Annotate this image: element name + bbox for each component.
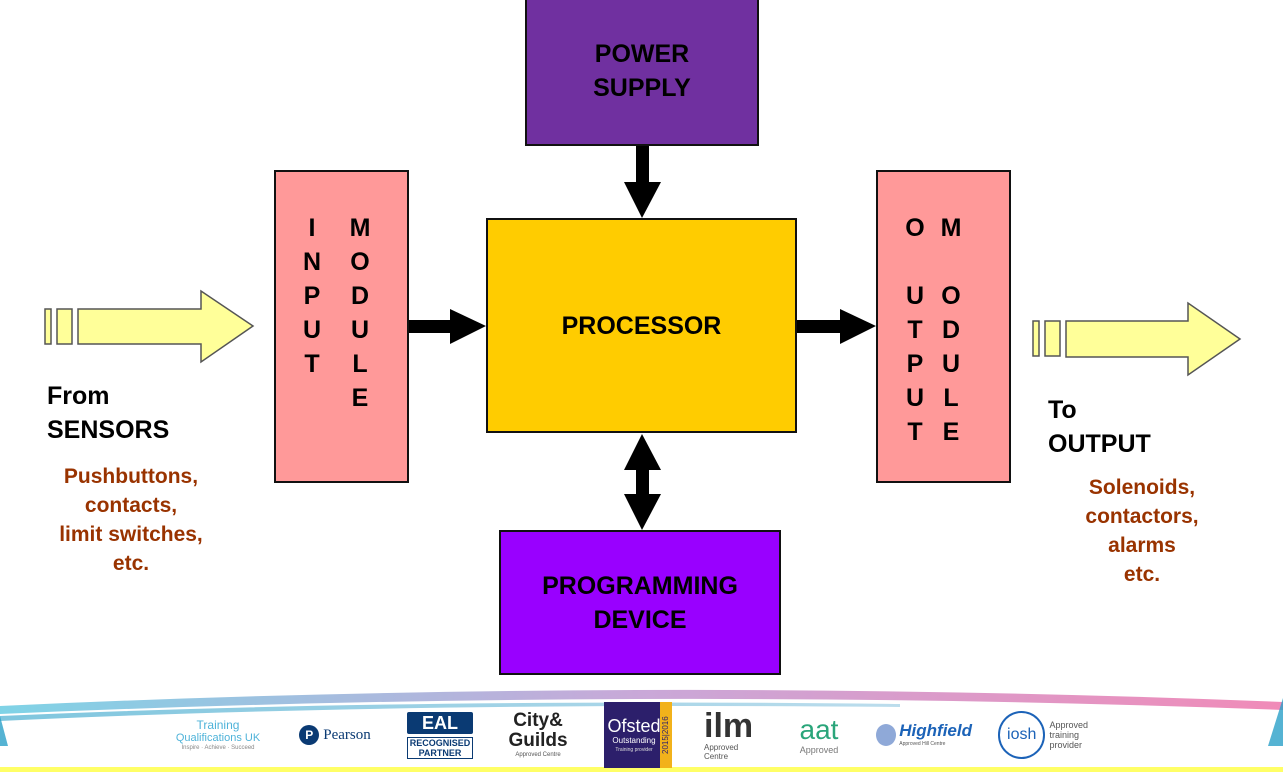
output-label: OUTPUT bbox=[1048, 430, 1151, 458]
ilm-logo: ilm Approved Centre bbox=[704, 702, 764, 768]
iosh-text: Approved training provider bbox=[1049, 720, 1088, 750]
ofsted-rating: Outstanding bbox=[612, 736, 656, 745]
module-letter: D bbox=[941, 316, 961, 344]
module-letter: O bbox=[350, 248, 370, 276]
ilm-sub2: Centre bbox=[704, 752, 729, 761]
pearson-icon: P bbox=[299, 725, 320, 745]
sensor-example: contacts, bbox=[84, 494, 178, 517]
input-letter: I bbox=[308, 214, 316, 242]
from-sensors-heading: From SENSORS bbox=[47, 379, 169, 447]
highfield-icon bbox=[876, 724, 897, 746]
input-letter: U bbox=[302, 316, 322, 344]
power-supply-label: POWER SUPPLY bbox=[593, 40, 691, 102]
aat-logo: aat Approved bbox=[796, 702, 842, 768]
eal-name: EAL bbox=[407, 711, 473, 734]
sensor-example: etc. bbox=[112, 552, 150, 575]
programming-device-label: PROGRAMMING DEVICE bbox=[542, 571, 738, 634]
ofsted-sub: Training provider bbox=[615, 747, 653, 753]
iosh-name: iosh bbox=[998, 711, 1046, 759]
output-letter: O bbox=[905, 214, 925, 242]
module-letter: U bbox=[941, 350, 961, 378]
module-letter: M bbox=[349, 214, 371, 242]
training-qualifications-logo: Training Qualifications UK Inspire · Ach… bbox=[168, 702, 268, 768]
from-label: From bbox=[47, 382, 110, 410]
to-label: To bbox=[1048, 396, 1077, 424]
module-letter: M bbox=[940, 214, 962, 242]
ilm-sub1: Approved bbox=[704, 743, 739, 752]
sensor-example: Pushbuttons, bbox=[63, 465, 199, 488]
output-letter: P bbox=[906, 350, 924, 378]
module-letter: L bbox=[943, 384, 959, 412]
ilm-name: ilm bbox=[704, 707, 754, 745]
ofsted-logo: Ofsted Outstanding Training provider 201… bbox=[604, 702, 672, 768]
module-letter: U bbox=[350, 316, 370, 344]
highfield-sub: Approved Hill Centre bbox=[899, 741, 946, 747]
sensors-label: SENSORS bbox=[47, 416, 170, 444]
iosh-sub1: Approved bbox=[1049, 720, 1088, 730]
output-letter: T bbox=[907, 316, 923, 344]
output-module-word-output: O U T P U T bbox=[903, 211, 927, 449]
module-letter: O bbox=[941, 282, 961, 310]
module-letter: E bbox=[351, 384, 369, 412]
output-letter: U bbox=[905, 384, 925, 412]
arrow-power-to-processor bbox=[624, 146, 661, 218]
arrow-processor-programming-bidirectional bbox=[624, 434, 661, 530]
cg-line2: Guilds bbox=[508, 730, 568, 751]
footer-decoration bbox=[0, 689, 1283, 772]
module-letter: D bbox=[350, 282, 370, 310]
cg-line1: City& bbox=[513, 710, 563, 731]
output-letter: U bbox=[905, 282, 925, 310]
output-example: alarms bbox=[1108, 534, 1176, 557]
input-module-box bbox=[274, 170, 409, 483]
ofsted-name: Ofsted bbox=[607, 716, 661, 736]
output-example: Solenoids, bbox=[1088, 476, 1196, 499]
module-letter: L bbox=[352, 350, 368, 378]
arrow-input-to-processor bbox=[409, 309, 486, 344]
highfield-logo: Highfield Approved Hill Centre bbox=[876, 702, 972, 768]
output-example: contactors, bbox=[1085, 505, 1199, 528]
iosh-sub2: training bbox=[1049, 730, 1079, 740]
highfield-text: Highfield Approved Hill Centre bbox=[899, 722, 972, 748]
output-examples: Solenoids, contactors, alarms etc. bbox=[1045, 473, 1239, 589]
output-arrow bbox=[1032, 301, 1242, 377]
aat-name: aat bbox=[799, 714, 839, 745]
tq-line1: Training bbox=[196, 717, 240, 732]
ofsted-years: 2015|2016 bbox=[660, 702, 672, 768]
highfield-name: Highfield bbox=[899, 721, 972, 740]
input-module-word-input: I N P U T bbox=[300, 211, 324, 381]
eal-badge: RECOGNISED PARTNER bbox=[407, 736, 473, 759]
programming-device-box: PROGRAMMING DEVICE bbox=[499, 530, 781, 675]
eal-logo: EAL RECOGNISED PARTNER bbox=[404, 702, 476, 768]
sensor-input-arrow bbox=[44, 289, 255, 364]
processor-label: PROCESSOR bbox=[561, 311, 722, 340]
eal-sub2: PARTNER bbox=[418, 747, 462, 758]
module-letter: E bbox=[942, 418, 960, 446]
output-module-box bbox=[876, 170, 1011, 483]
pearson-logo: P Pearson bbox=[298, 702, 372, 768]
output-letter: T bbox=[907, 418, 923, 446]
aat-sub: Approved bbox=[799, 745, 839, 755]
arrow-processor-to-output bbox=[797, 309, 876, 344]
tq-line2: Qualifications UK bbox=[175, 731, 261, 744]
sensor-example: limit switches, bbox=[59, 523, 203, 546]
eal-sub1: RECOGNISED bbox=[409, 737, 471, 748]
input-letter: N bbox=[302, 248, 322, 276]
output-example: etc. bbox=[1123, 563, 1161, 586]
to-output-heading: To OUTPUT bbox=[1048, 393, 1151, 461]
iosh-logo: iosh Approved training provider bbox=[998, 702, 1088, 768]
input-module-word-module: M O D U L E bbox=[348, 211, 372, 415]
pearson-name: Pearson bbox=[323, 726, 371, 743]
iosh-sub3: provider bbox=[1049, 740, 1082, 750]
output-module-word-module: M O D U L E bbox=[939, 211, 963, 449]
input-letter: P bbox=[303, 282, 321, 310]
city-guilds-logo: City& Guilds Approved Centre bbox=[507, 702, 569, 768]
sensor-examples: Pushbuttons, contacts, limit switches, e… bbox=[30, 462, 232, 578]
power-supply-box: POWER SUPPLY bbox=[525, 0, 759, 146]
tq-line3: Inspire · Achieve · Succeed bbox=[181, 744, 255, 751]
processor-box: PROCESSOR bbox=[486, 218, 797, 433]
cg-sub: Approved Centre bbox=[515, 752, 561, 758]
input-letter: T bbox=[304, 350, 320, 378]
